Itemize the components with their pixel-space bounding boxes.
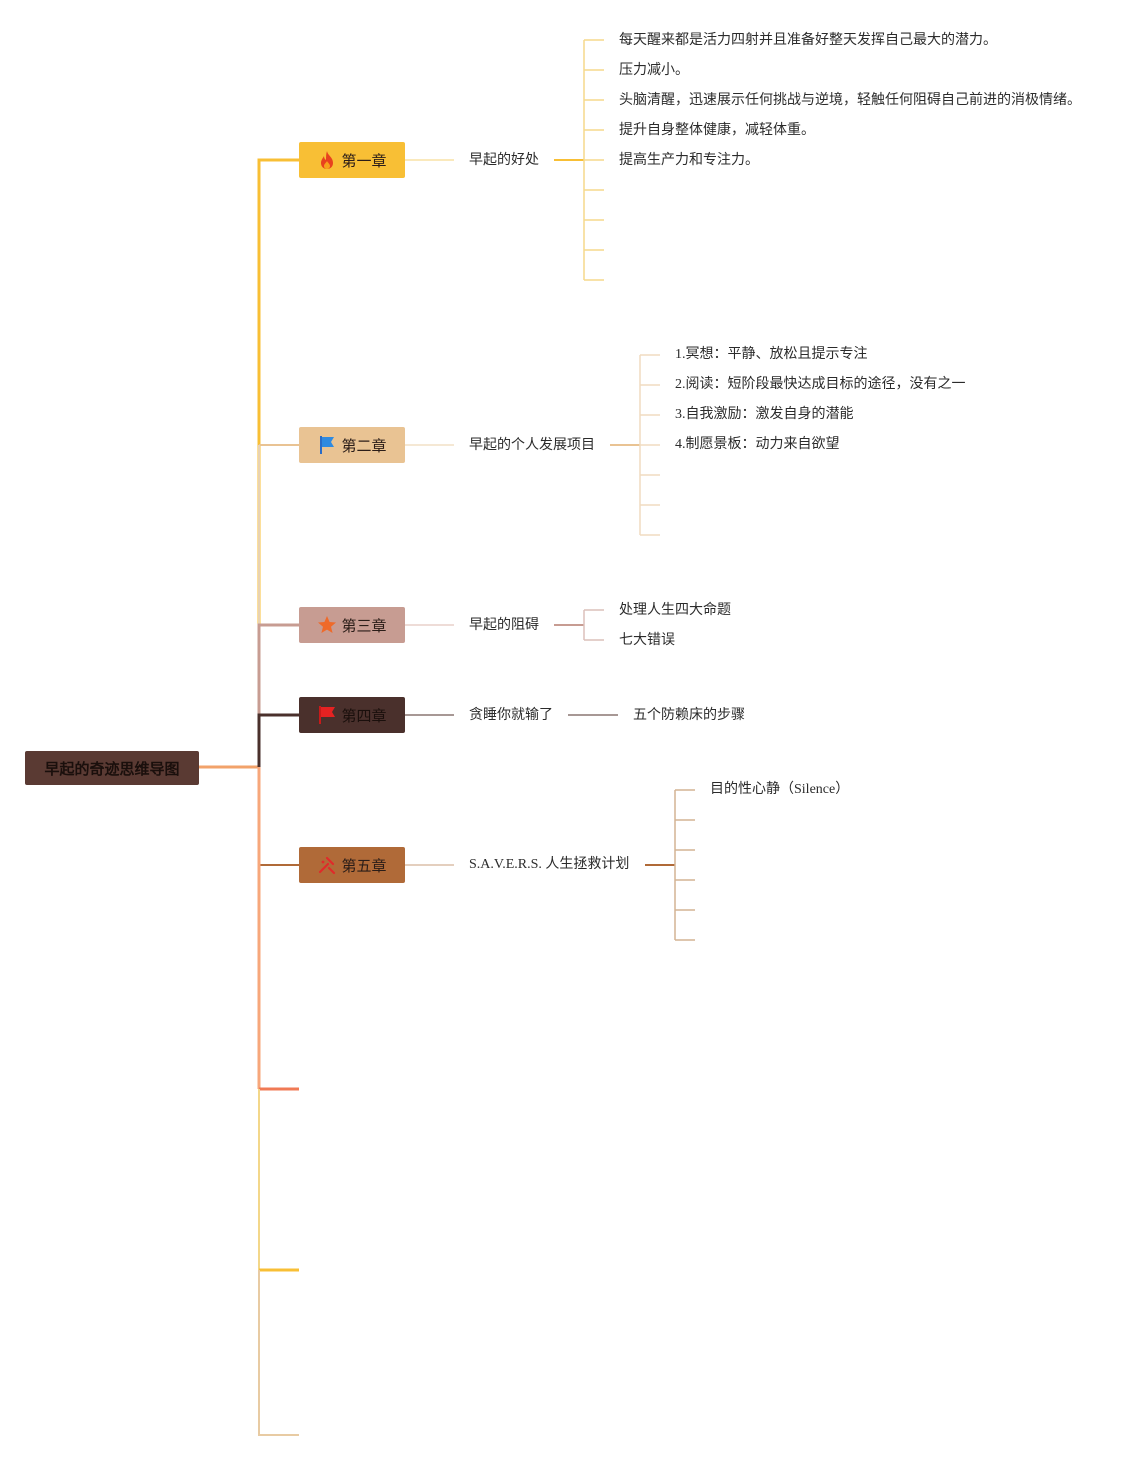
chapter-label-3: 第三章 [341,616,387,635]
leaf-1-2[interactable]: 压力减小。 [619,62,689,78]
leaf-2-4[interactable]: 4.制愿景板：动力来自欲望 [675,437,840,452]
root-label: 早起的奇迹思维导图 [44,759,180,778]
ch3-ticks [584,609,604,641]
chapter-label-5: 第五章 [341,856,387,875]
chapter-node-4[interactable]: 第四章 [299,697,405,733]
chapter-label-2: 第二章 [341,436,387,455]
chapter-node-5[interactable]: 第五章 [299,847,405,883]
leaf-2-1[interactable]: 1.冥想：平静、放松且提示专注 [675,347,868,362]
tools-icon [317,855,337,875]
ch1-ticks [584,39,604,281]
trunk-ch1 [257,158,299,767]
root-node[interactable]: 早起的奇迹思维导图 [25,751,199,785]
chapter-node-3[interactable]: 第三章 [299,607,405,643]
leaf-4-1[interactable]: 五个防赖床的步骤 [633,707,745,723]
leaf-1-5[interactable]: 提高生产力和专注力。 [619,152,759,168]
leaf-1-3[interactable]: 头脑清醒，迅速展示任何挑战与逆境，轻触任何阻碍自己前进的消极情绪。 [619,92,1081,108]
ch5-ticks [675,789,695,941]
chapter-node-1[interactable]: 第一章 [299,142,405,178]
leaf-1-1[interactable]: 每天醒来都是活力四射并且准备好整天发挥自己最大的潜力。 [619,32,997,48]
leaf-5-1[interactable]: 目的性心静（Silence） [710,782,850,797]
topic-2[interactable]: 早起的个人发展项目 [469,437,595,453]
chapter-label-1: 第一章 [341,151,387,170]
star-icon [317,615,337,635]
trunk-ch4 [257,713,299,767]
leaf-3-1[interactable]: 处理人生四大命题 [619,602,731,618]
topic-4[interactable]: 贪睡你就输了 [469,707,553,723]
topic-5[interactable]: S.A.V.E.R.S. 人生拯救计划 [469,857,630,872]
fire-icon [317,150,337,170]
chapter-label-4: 第四章 [341,706,387,725]
ch2-ticks [640,354,660,536]
chapter-node-2[interactable]: 第二章 [299,427,405,463]
topic-1[interactable]: 早起的好处 [469,152,539,168]
trunk-lower3 [258,1270,299,1436]
leaf-1-4[interactable]: 提升自身整体健康，减轻体重。 [619,122,815,138]
topic-3[interactable]: 早起的阻碍 [469,617,539,633]
leaf-2-2[interactable]: 2.阅读：短阶段最快达成目标的途径，没有之一 [675,377,966,392]
trunk-ch5 [258,767,299,866]
leaf-3-2[interactable]: 七大错误 [619,632,675,648]
trunk-ch3 [257,623,299,767]
blue-flag-icon [317,435,337,455]
red-flag-icon [317,705,337,725]
leaf-2-3[interactable]: 3.自我激励：激发自身的潜能 [675,407,854,422]
